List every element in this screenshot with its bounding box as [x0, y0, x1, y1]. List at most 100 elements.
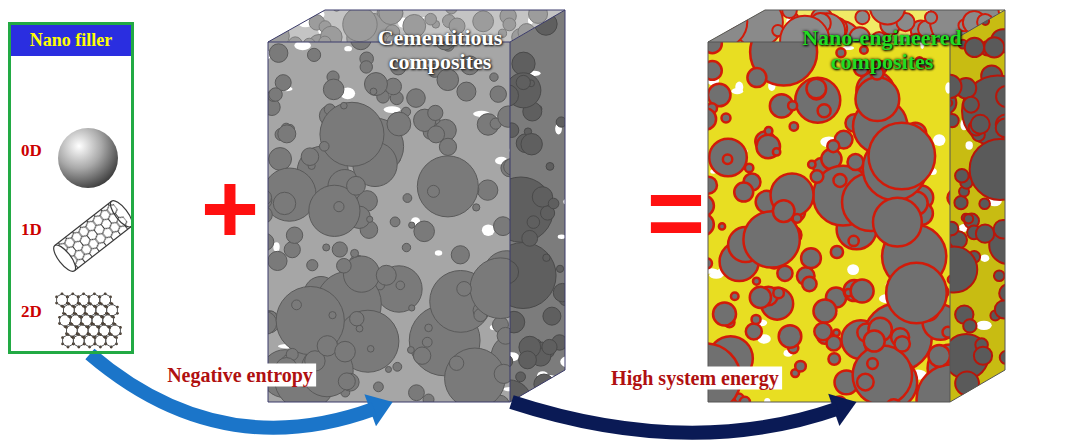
- aggregate-particle: [547, 384, 568, 405]
- aggregate-particle: [457, 82, 476, 101]
- aggregate-particle: [288, 37, 302, 51]
- aggregate-particle: [994, 220, 1013, 239]
- aggregate-particle: [268, 251, 287, 270]
- void: [1000, 400, 1010, 409]
- dimension-label: 1D: [21, 220, 42, 240]
- aggregate-particle: [931, 247, 977, 293]
- aggregate-particle: [553, 283, 571, 301]
- nanotube-1d: [50, 198, 136, 275]
- aggregate-particle: [320, 102, 384, 166]
- aggregate-particle: [260, 120, 267, 127]
- aggregate-particle: [367, 346, 374, 353]
- aggregate-particle: [813, 299, 836, 322]
- arrow-shaft: [512, 402, 838, 433]
- aggregate-particle: [773, 200, 795, 222]
- aggregate-particle: [886, 263, 947, 324]
- void: [702, 268, 719, 274]
- carbon-ring: [57, 294, 68, 306]
- aggregate-particle: [374, 382, 384, 392]
- aggregate-particle: [329, 312, 336, 319]
- aggregate-particle: [503, 311, 525, 333]
- arrow-shaft: [90, 354, 374, 428]
- aggregate-particle: [428, 126, 445, 143]
- aggregate-particle: [370, 88, 377, 95]
- aggregate-particle: [519, 351, 537, 369]
- sphere-0d: [58, 128, 118, 188]
- aggregate-particle: [999, 284, 1017, 302]
- dimension-label: 2D: [21, 302, 42, 322]
- aggregate-particle: [963, 319, 976, 332]
- aggregate-particle: [504, 158, 521, 175]
- aggregate-particle: [500, 355, 513, 368]
- operator-symbol: =: [647, 162, 705, 262]
- aggregate-particle: [425, 324, 433, 332]
- aggregate-particle: [849, 236, 859, 246]
- aggregate-particle: [795, 361, 806, 372]
- aggregate-particle: [364, 73, 387, 96]
- aggregate-particle: [490, 242, 556, 308]
- aggregate-particle: [449, 356, 463, 370]
- aggregate-particle: [338, 373, 355, 390]
- aggregate-particle: [870, 0, 905, 24]
- void: [735, 82, 743, 93]
- aggregate-particle: [347, 176, 366, 195]
- aggregate-particle: [827, 140, 839, 152]
- aggregate-particle: [307, 48, 320, 61]
- aggregate-particle: [721, 113, 730, 122]
- aggregate-particle: [814, 323, 831, 340]
- aggregate-particle: [721, 404, 727, 410]
- aggregate-particle: [337, 258, 352, 273]
- carbon-ring: [63, 335, 74, 347]
- void: [530, 16, 534, 23]
- void: [273, 242, 279, 251]
- void: [482, 224, 495, 235]
- aggregate-particle: [526, 34, 542, 50]
- carbon-ring: [73, 335, 84, 347]
- aggregate-particle: [546, 162, 554, 170]
- aggregate-particle: [414, 221, 435, 242]
- aggregate-particle: [521, 134, 542, 155]
- aggregate-particle: [402, 243, 410, 251]
- aggregate-particle: [520, 1, 540, 21]
- aggregate-particle: [955, 169, 969, 183]
- aggregate-particle: [946, 114, 959, 127]
- aggregate-particle: [994, 270, 1005, 281]
- operator-symbol: +: [201, 158, 259, 258]
- aggregate-particle: [867, 358, 878, 369]
- aggregate-particle: [446, 3, 457, 14]
- carbon-ring: [84, 335, 95, 347]
- aggregate-particle: [925, 11, 937, 23]
- aggregate-particle: [335, 341, 356, 362]
- aggregate-particle: [516, 75, 530, 89]
- cube-title: Cementitious composites: [345, 26, 535, 74]
- aggregate-particle: [360, 61, 372, 73]
- aggregate-particle: [963, 97, 979, 113]
- aggregate-particle: [818, 104, 831, 117]
- void: [982, 2, 989, 12]
- aggregate-particle: [806, 79, 826, 99]
- void: [976, 321, 991, 330]
- aggregate-particle: [409, 222, 415, 228]
- aggregate-particle: [413, 347, 430, 364]
- aggregate-particle: [409, 385, 425, 401]
- curved-arrow: [512, 394, 857, 433]
- aggregate-particle: [974, 347, 992, 365]
- aggregate-particle: [425, 13, 437, 25]
- aggregate-particle: [278, 125, 296, 143]
- void: [344, 46, 352, 51]
- aggregate-particle: [746, 323, 762, 339]
- aggregate-particle: [965, 38, 984, 57]
- aggregate-particle: [376, 265, 396, 285]
- aggregate-particle: [719, 223, 725, 229]
- aggregate-particle: [477, 180, 497, 200]
- aggregate-particle: [979, 199, 990, 210]
- aggregate-particle: [723, 155, 732, 164]
- aggregate-particle: [522, 230, 538, 246]
- aggregate-particle: [269, 148, 292, 171]
- aggregate-particle: [756, 135, 780, 159]
- aggregate-particle: [851, 279, 874, 302]
- graphene-2d: [55, 292, 122, 348]
- aggregate-particle: [473, 204, 480, 211]
- aggregate-particle: [351, 249, 359, 257]
- aggregate-particle: [269, 44, 288, 63]
